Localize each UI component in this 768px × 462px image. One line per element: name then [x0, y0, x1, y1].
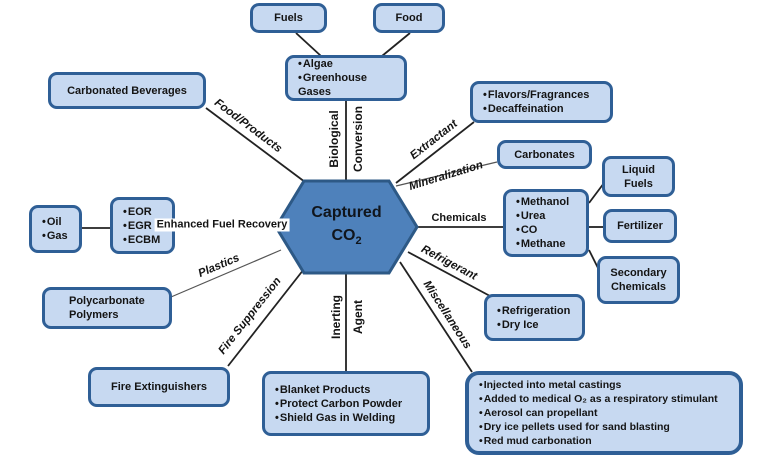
node-fire-extinguishers-label: Fire Extinguishers [111, 381, 207, 393]
node-miscellaneous: Injected into metal castings Added to me… [465, 371, 743, 455]
branch-label-biological: Biological [327, 110, 341, 168]
connector-fuels-algae [295, 32, 322, 57]
node-refrigeration-item: Dry Ice [497, 318, 539, 332]
node-methanol-item: Methane [516, 237, 566, 251]
hexagon-shape [274, 179, 419, 275]
branch-label-enhanced-fuel-recovery: Enhanced Fuel Recovery [154, 218, 290, 232]
node-miscellaneous-item: Dry ice pellets used for sand blasting [479, 420, 670, 434]
node-flavors-item: Flavors/Fragrances [483, 88, 590, 102]
branch-label-chemicals: Chemicals [431, 212, 487, 224]
node-miscellaneous-item: Red mud carbonation [479, 434, 592, 448]
node-liquid-fuels-label: Liquid [622, 163, 655, 176]
connector-miscellaneous [399, 261, 473, 373]
connector-extractant [395, 121, 475, 184]
node-miscellaneous-item: Injected into metal castings [479, 378, 622, 392]
node-polycarbonate: Polycarbonate Polymers [42, 287, 172, 329]
node-fuels: Fuels [250, 3, 327, 33]
node-eor-item: ECBM [123, 233, 160, 247]
connector-methanol-liquidfuels [588, 182, 605, 204]
node-methanol-item: Urea [516, 209, 545, 223]
center-line1: Captured [311, 203, 382, 221]
node-food: Food [373, 3, 445, 33]
center-line2: CO2 [331, 226, 362, 248]
node-algae-item: Greenhouse Gases [298, 71, 400, 99]
node-methanol-item: Methanol [516, 195, 569, 209]
connector-mineralization [395, 161, 498, 187]
node-carbonates-label: Carbonates [514, 148, 575, 161]
node-carbonates: Carbonates [497, 140, 592, 169]
node-algae-item: Algae [298, 57, 333, 71]
node-secondary-chemicals: Secondary Chemicals [597, 256, 680, 304]
node-flavors: Flavors/Fragrances Decaffeination [470, 81, 613, 123]
node-fertilizer: Fertilizer [603, 209, 677, 243]
node-methanol: Methanol Urea CO Methane [503, 189, 589, 257]
connector-food-products [205, 107, 306, 183]
node-polycarbonate-label: Polycarbonate [69, 295, 145, 307]
node-blanket-item: Blanket Products [275, 383, 370, 397]
node-blanket-item: Protect Carbon Powder [275, 397, 402, 411]
branch-label-conversion: Conversion [351, 105, 365, 173]
node-fire-extinguishers: Fire Extinguishers [88, 367, 230, 407]
connector-fire-suppression [227, 268, 305, 367]
node-oil-gas-item: Gas [42, 229, 68, 243]
node-miscellaneous-item: Added to medical O₂ as a respiratory sti… [479, 392, 718, 406]
node-refrigeration-item: Refrigeration [497, 304, 570, 318]
node-fuels-label: Fuels [274, 12, 303, 24]
node-miscellaneous-item: Aerosol can propellant [479, 406, 598, 420]
node-blanket-item: Shield Gas in Welding [275, 411, 395, 425]
node-oil-gas-item: Oil [42, 215, 62, 229]
center-hexagon-label: Captured CO2 [276, 181, 417, 273]
branch-label-agent: Agent [351, 300, 365, 334]
node-fertilizer-label: Fertilizer [617, 220, 663, 232]
node-liquid-fuels: Liquid Fuels [602, 156, 675, 197]
node-refrigeration: Refrigeration Dry Ice [484, 294, 585, 341]
node-secondary-chemicals-label: Secondary [610, 267, 667, 279]
node-oil-gas: Oil Gas [29, 205, 82, 253]
node-carbonated-beverages-label: Carbonated Beverages [67, 84, 187, 97]
node-methanol-item: CO [516, 223, 538, 237]
connector-refrigerant [407, 251, 491, 297]
node-algae: Algae Greenhouse Gases [285, 55, 407, 101]
branch-label-inerting: Inerting [329, 295, 343, 339]
node-blanket: Blanket Products Protect Carbon Powder S… [262, 371, 430, 436]
node-carbonated-beverages: Carbonated Beverages [48, 72, 206, 109]
node-eor-item: EOR [123, 205, 152, 219]
connector-plastics [170, 249, 282, 298]
node-eor-item: EGR [123, 219, 152, 233]
node-flavors-item: Decaffeination [483, 102, 564, 116]
node-food-label: Food [395, 12, 423, 24]
connector-food-algae [381, 32, 411, 57]
